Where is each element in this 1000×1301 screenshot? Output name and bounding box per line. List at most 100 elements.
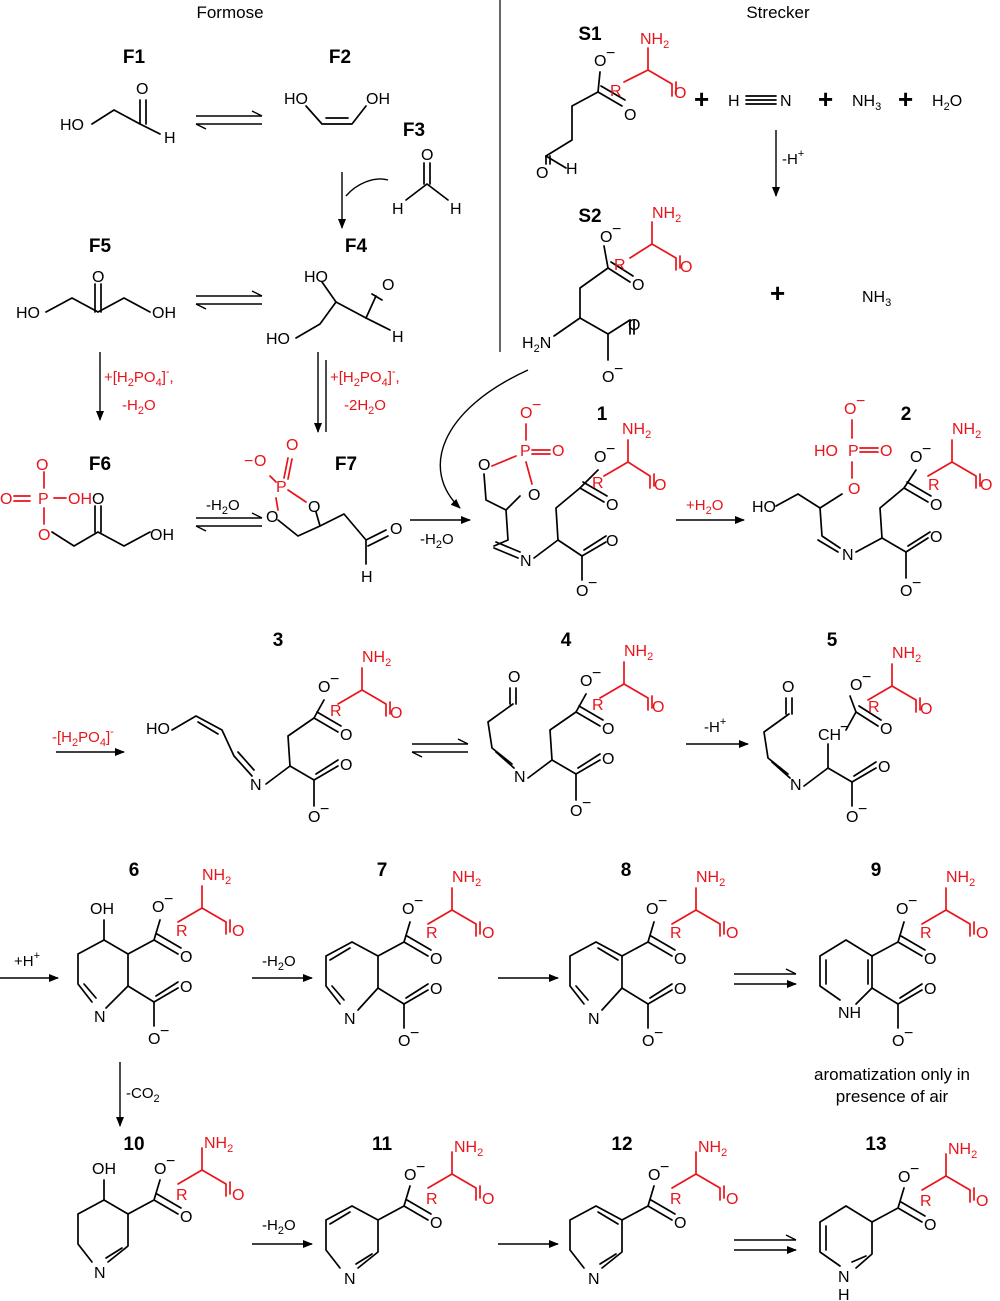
svg-text:H: H (392, 329, 404, 346)
svg-text:O: O (726, 925, 738, 942)
compound-9: 9 NH O O− O O− NH2 R O (819, 860, 988, 1050)
svg-text:-H2O: -H2O (206, 497, 240, 517)
svg-text:3: 3 (273, 630, 284, 651)
arrow-4-to-5: -H+ (686, 716, 749, 748)
svg-text:F3: F3 (403, 120, 425, 141)
arrow-f7-to-1: -H2O (410, 369, 529, 551)
svg-text:R: R (426, 925, 438, 942)
svg-text:R: R (426, 1191, 438, 1208)
svg-text:OH: OH (68, 491, 92, 508)
svg-text:O: O (430, 981, 442, 998)
svg-text:O: O (726, 1191, 738, 1208)
svg-text:R: R (592, 697, 604, 714)
svg-text:R: R (330, 703, 342, 720)
svg-text:10: 10 (123, 1134, 144, 1155)
svg-text:O: O (844, 401, 856, 418)
svg-text:O: O (900, 583, 912, 600)
svg-text:O: O (606, 533, 618, 550)
svg-text:O: O (92, 491, 104, 508)
svg-text:NH: NH (838, 1005, 861, 1022)
svg-text:O: O (390, 521, 402, 538)
svg-text:+: + (898, 84, 913, 114)
svg-text:HO: HO (146, 721, 170, 738)
svg-text:CH: CH (818, 727, 841, 744)
svg-text:O: O (308, 499, 320, 516)
svg-text:R: R (592, 475, 604, 492)
svg-text:O: O (632, 277, 644, 294)
svg-text:O: O (390, 705, 402, 722)
svg-text:−: − (840, 719, 849, 736)
compound-f4: F4 HO O H HO (266, 236, 404, 348)
svg-text:-H+: -H+ (704, 716, 726, 736)
svg-text:O: O (404, 1167, 416, 1184)
svg-text:R: R (614, 257, 626, 274)
svg-text:O: O (674, 981, 686, 998)
svg-text:H: H (566, 161, 578, 178)
svg-text:F7: F7 (335, 454, 357, 475)
svg-text:O: O (680, 259, 692, 276)
svg-text:O: O (180, 949, 192, 966)
svg-text:NH2: NH2 (624, 643, 653, 663)
compound-f1: F1 HO O H (60, 47, 176, 147)
svg-text:N: N (588, 1271, 600, 1288)
compound-s2: S2 O− O H2N O O− NH2 R O (522, 205, 692, 386)
svg-text:H2N: H2N (522, 335, 551, 355)
svg-text:N: N (514, 769, 526, 786)
svg-text:O: O (930, 497, 942, 514)
svg-text:O: O (848, 481, 860, 498)
compound-8: 8 N O O− O O− NH2 R O (569, 860, 738, 1050)
svg-text:NH2: NH2 (946, 869, 975, 889)
svg-text:O: O (976, 1193, 988, 1210)
svg-text:P: P (520, 443, 531, 460)
svg-text:O: O (340, 727, 352, 744)
svg-text:F1: F1 (123, 47, 146, 68)
aromatization-note-line2: presence of air (836, 1087, 949, 1106)
svg-text:-2H2O: -2H2O (344, 397, 386, 417)
svg-text:N: N (790, 777, 802, 794)
svg-text:NH2: NH2 (892, 645, 921, 665)
svg-text:R: R (868, 699, 880, 716)
svg-text:−: − (856, 393, 865, 410)
svg-text:O: O (318, 679, 330, 696)
svg-text:S2: S2 (578, 206, 601, 227)
svg-text:P: P (848, 443, 859, 460)
svg-text:O: O (430, 1215, 442, 1232)
svg-text:O: O (92, 269, 104, 286)
svg-text:O: O (602, 369, 614, 386)
svg-text:N: N (588, 1011, 600, 1028)
svg-text:O: O (0, 491, 12, 508)
svg-text:-H+: -H+ (782, 148, 804, 168)
svg-text:NH2: NH2 (362, 649, 391, 669)
svg-text:N: N (780, 93, 792, 110)
svg-text:O: O (624, 107, 636, 124)
svg-text:8: 8 (621, 860, 632, 881)
svg-text:O: O (600, 229, 612, 246)
svg-text:-H2O: -H2O (262, 953, 296, 973)
svg-text:O: O (482, 925, 494, 942)
arrow-1-to-2: +H2O (676, 497, 745, 524)
compound-4: 4 O N O O− O O− NH2 R O (487, 630, 664, 820)
svg-text:O: O (674, 951, 686, 968)
arrow-8-to-9 (734, 968, 797, 988)
svg-text:R: R (670, 925, 682, 942)
svg-text:−: − (910, 1161, 919, 1178)
svg-text:O: O (602, 721, 614, 738)
svg-text:O: O (536, 165, 548, 182)
svg-text:7: 7 (377, 860, 388, 881)
svg-text:−: − (416, 1159, 425, 1176)
compound-12: 12 N O O− NH2 R O (569, 1134, 738, 1288)
svg-text:HO: HO (60, 117, 84, 134)
svg-text:-H2O: -H2O (262, 1217, 296, 1237)
svg-text:O: O (898, 1169, 910, 1186)
svg-text:+H2O: +H2O (686, 497, 723, 517)
svg-text:−: − (330, 671, 339, 688)
equilibrium-arrow-f5-f4 (195, 290, 263, 310)
svg-text:O: O (648, 1167, 660, 1184)
svg-text:O: O (36, 457, 48, 474)
svg-text:N: N (94, 1009, 106, 1026)
compound-f5: F5 O HO OH (16, 236, 176, 322)
svg-text:−: − (592, 665, 601, 682)
svg-text:−: − (582, 795, 591, 812)
svg-text:O: O (308, 809, 320, 826)
